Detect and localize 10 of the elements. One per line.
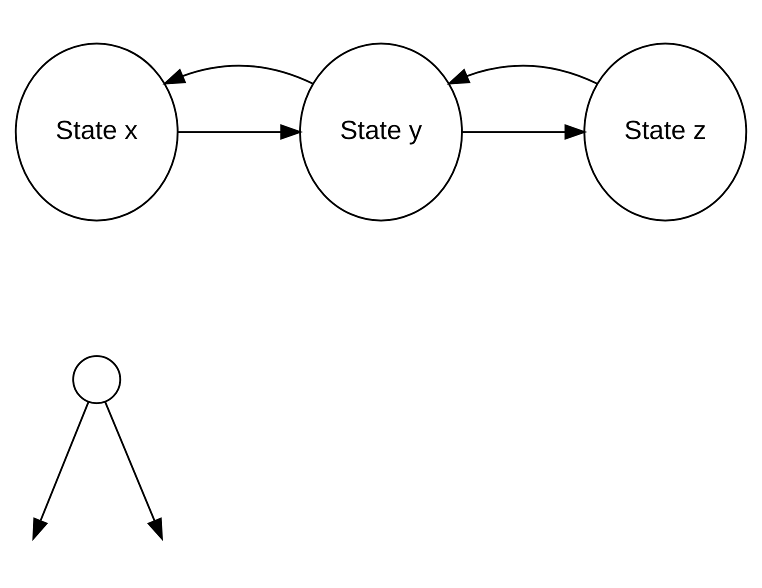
arrow — [32, 401, 90, 541]
node-circle: State y — [299, 42, 463, 221]
arrow — [446, 64, 598, 84]
arrow — [104, 401, 163, 541]
node-circle — [72, 354, 122, 404]
node-circle: State x — [14, 42, 179, 221]
arrow — [178, 124, 303, 140]
arrow — [162, 64, 314, 84]
node-circle: State z — [583, 42, 748, 221]
arrow — [462, 124, 588, 140]
